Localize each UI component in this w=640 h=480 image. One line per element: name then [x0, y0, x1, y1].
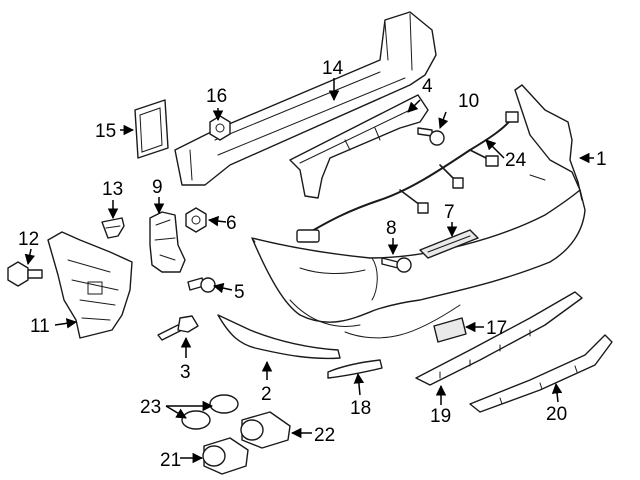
reflector-17 — [433, 317, 467, 343]
callout-22: 22 — [314, 425, 335, 446]
bolt-5 — [187, 277, 216, 293]
tail-pipe-22 — [240, 411, 291, 449]
mounting-bracket — [149, 211, 186, 273]
tail-pipe-21 — [202, 437, 249, 475]
callout-19: 19 — [430, 406, 451, 427]
callout-8: 8 — [386, 218, 397, 239]
callout-20: 20 — [546, 404, 567, 425]
bolt-10 — [417, 127, 445, 146]
nut-16 — [209, 115, 231, 141]
callout-17: 17 — [486, 318, 507, 339]
callout-15: 15 — [95, 121, 116, 142]
callout-16: 16 — [206, 86, 227, 107]
nut-6 — [185, 207, 207, 233]
callout-6: 6 — [226, 213, 237, 234]
callout-24: 24 — [505, 150, 527, 171]
callout-2: 2 — [261, 384, 272, 405]
side-trim-18 — [327, 359, 383, 379]
callout-21: 21 — [160, 450, 181, 471]
side-bracket — [47, 231, 133, 339]
callout-13: 13 — [102, 179, 123, 200]
pin-fastener — [157, 315, 199, 341]
callout-11: 11 — [30, 316, 50, 337]
callout-14: 14 — [322, 58, 344, 79]
callout-4: 4 — [422, 76, 433, 97]
callout-5: 5 — [234, 282, 245, 303]
skid-plate-20 — [469, 334, 613, 413]
energy-absorber — [289, 94, 429, 199]
callout-7: 7 — [444, 202, 455, 223]
callout-3: 3 — [180, 362, 191, 383]
callout-9: 9 — [152, 177, 163, 198]
license-bracket — [134, 99, 169, 159]
callout-18: 18 — [350, 398, 371, 419]
callout-labels: 1 2 3 4 5 6 7 8 9 10 11 12 13 14 15 16 1… — [18, 58, 607, 471]
leader-lines — [24, 78, 594, 464]
bumper-cover — [251, 84, 586, 339]
callout-12: 12 — [18, 229, 39, 250]
parking-sensors — [181, 394, 239, 430]
bolt-12 — [7, 261, 43, 287]
callout-1: 1 — [596, 149, 607, 170]
lower-diffuser-19 — [415, 291, 583, 386]
callout-23: 23 — [140, 397, 161, 418]
bolt-8 — [381, 257, 412, 273]
reinforcement-beam — [174, 11, 437, 186]
lower-trim-2 — [217, 314, 341, 360]
push-clip-13 — [101, 217, 125, 239]
wiring-harness — [296, 111, 519, 243]
callout-10: 10 — [458, 91, 479, 112]
